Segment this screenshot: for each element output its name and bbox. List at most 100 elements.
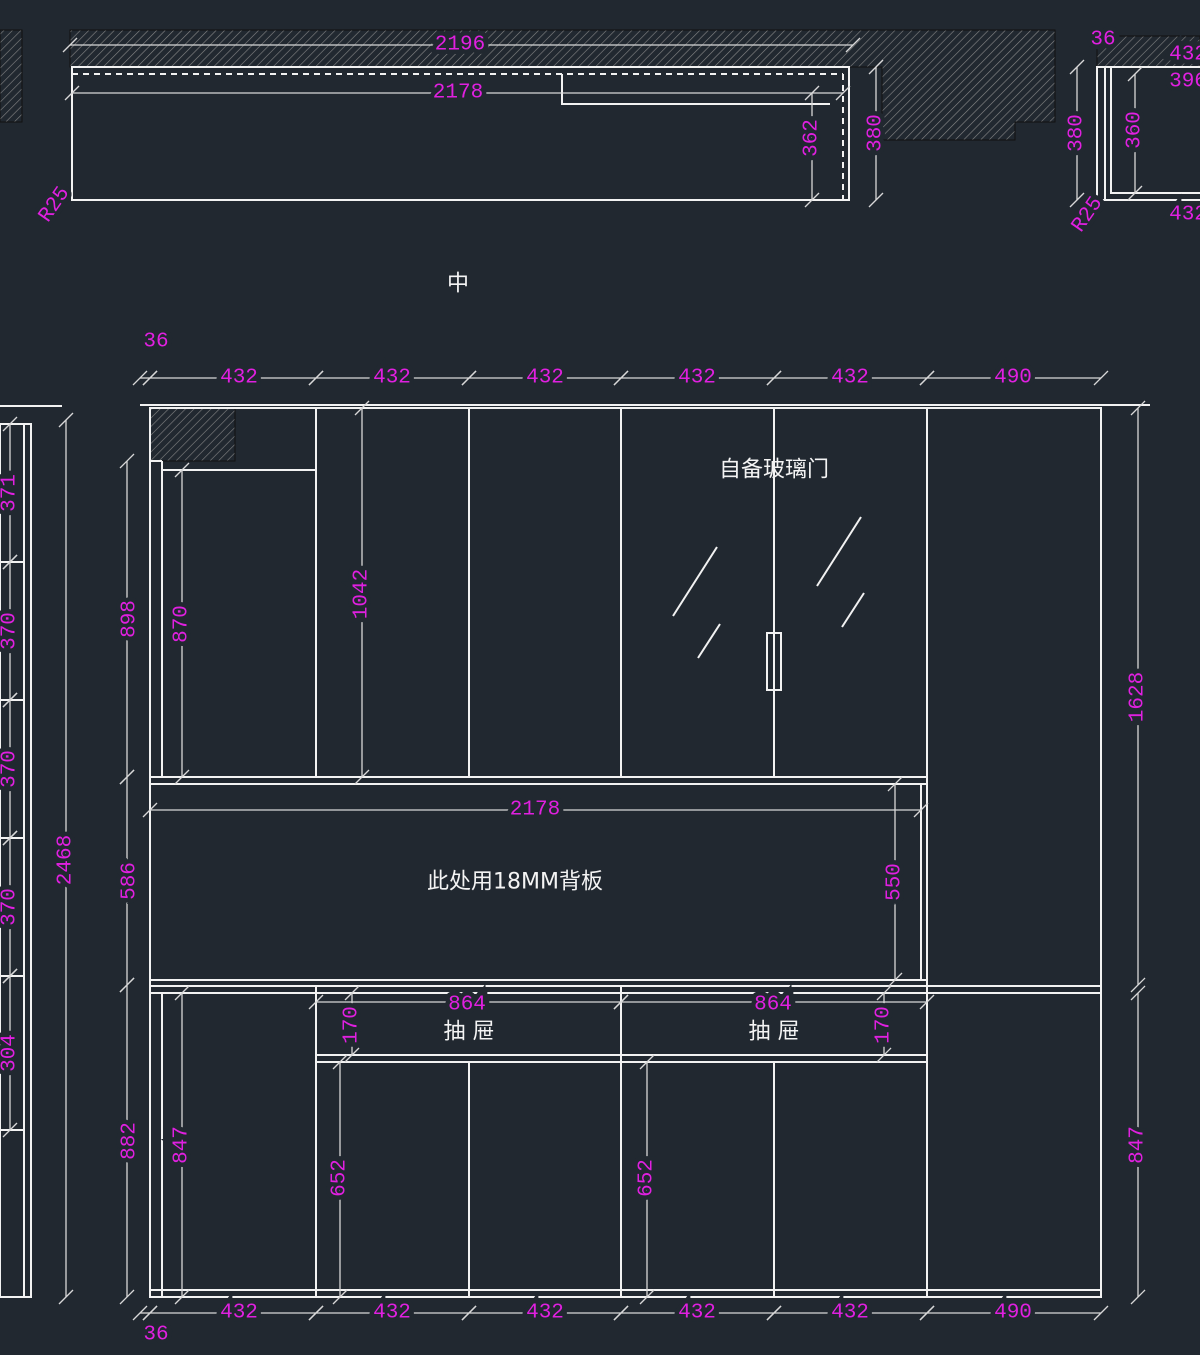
dimension-tick: [2, 830, 18, 846]
dimension-tick: [64, 85, 80, 101]
dimension-tick: [1093, 1305, 1109, 1321]
dimension-label: 870: [171, 605, 194, 643]
dimension-tick: [887, 972, 903, 988]
dimension-tick: [174, 769, 190, 785]
dimension-tick: [119, 977, 135, 993]
dimension-label: 490: [994, 367, 1032, 390]
dimension-tick: [332, 1289, 348, 1305]
dimension-tick: [868, 192, 884, 208]
dimension-tick: [174, 1289, 190, 1305]
dimension-tick: [354, 769, 370, 785]
dimension-label: 432: [220, 1302, 258, 1325]
dimension-tick: [119, 1289, 135, 1305]
dimension-label: 380: [1066, 114, 1089, 152]
dimension-tick: [119, 453, 135, 469]
dimension-tick: [1127, 66, 1143, 82]
drawer-label-right: 抽 屉: [749, 1020, 800, 1045]
dimension-tick: [876, 985, 892, 1001]
glass-door-note: 自备玻璃门: [719, 458, 829, 483]
dimension-label: 432: [373, 1302, 411, 1325]
glass-door-reflection: [672, 516, 865, 659]
dimension-tick: [344, 985, 360, 1001]
dimension-label: 36: [1090, 29, 1115, 52]
dimension-tick: [868, 59, 884, 75]
dimension-label: 304: [0, 1034, 22, 1072]
dimension-tick: [344, 1047, 360, 1063]
dimension-tick: [639, 1054, 655, 1070]
dimension-tick: [1093, 370, 1109, 386]
dimension-tick: [639, 1289, 655, 1305]
dimension-tick: [1127, 185, 1143, 201]
dimension-label: 847: [171, 1126, 194, 1164]
dimension-label: 371: [0, 474, 22, 512]
dimension-tick: [766, 1305, 782, 1321]
dimension-tick: [142, 802, 158, 818]
dimension-label: 432: [831, 367, 869, 390]
dimension-label: 432: [1169, 204, 1200, 227]
dimension-tick: [58, 1289, 74, 1305]
dimension-tick: [919, 1305, 935, 1321]
dimension-label: 847: [1127, 1126, 1150, 1164]
dimension-label: 432: [678, 1302, 716, 1325]
dimension-tick: [913, 802, 929, 818]
dimension-label: 396: [1169, 71, 1200, 94]
dimension-label: 2178: [433, 82, 483, 105]
dimension-tick: [2, 554, 18, 570]
dimension-tick: [613, 1305, 629, 1321]
dimension-label: R25: [35, 183, 76, 227]
dimension-tick: [1130, 400, 1146, 416]
dimension-label: 652: [329, 1159, 352, 1197]
dimension-tick: [845, 37, 861, 53]
dimension-label: 2196: [435, 34, 485, 57]
dimension-label: 432: [526, 1302, 564, 1325]
dimension-tick: [613, 370, 629, 386]
dimension-label: 380: [865, 114, 888, 152]
top-view-outline: [71, 66, 850, 201]
dimension-tick: [174, 985, 190, 1001]
dimension-tick: [876, 1047, 892, 1063]
dimension-label: 432: [678, 367, 716, 390]
dimension-tick: [308, 370, 324, 386]
dimension-tick: [308, 1305, 324, 1321]
dimension-tick: [766, 370, 782, 386]
dimension-label: 652: [636, 1159, 659, 1197]
cabinet-elevation: [140, 404, 1150, 1298]
dimension-tick: [1130, 985, 1146, 1001]
dimension-tick: [2, 692, 18, 708]
dimension-tick: [1130, 977, 1146, 993]
dimension-label: 370: [0, 750, 22, 788]
side-top-view-outline: [1096, 66, 1200, 201]
dimension-label: 586: [119, 862, 142, 900]
dimension-tick: [613, 994, 629, 1010]
dimension-tick: [835, 85, 851, 101]
dimension-tick: [142, 1305, 158, 1321]
dimension-tick: [119, 769, 135, 785]
dimension-tick: [1130, 1289, 1146, 1305]
dimension-label: 432: [220, 367, 258, 390]
dimension-tick: [1069, 192, 1085, 208]
dimension-label: 2178: [510, 799, 560, 822]
dimension-label: 370: [0, 888, 22, 926]
dimension-tick: [919, 994, 935, 1010]
dimension-label: 432: [526, 367, 564, 390]
dimension-tick: [174, 462, 190, 478]
wall-hatch: [0, 29, 1200, 462]
dimension-label: 1628: [1127, 672, 1150, 722]
dimension-label: 360: [1124, 111, 1147, 149]
dimension-tick: [132, 1305, 148, 1321]
dimension-tick: [804, 85, 820, 101]
dimension-tick: [887, 776, 903, 792]
section-label: 中: [447, 272, 469, 297]
dimension-tick: [308, 994, 324, 1010]
dimension-tick: [332, 1054, 348, 1070]
back-panel-note: 此处用18MM背板: [427, 870, 603, 895]
dimension-label: 432: [373, 367, 411, 390]
dimension-label: 432: [1169, 44, 1200, 67]
dimension-label: 2468: [55, 835, 78, 885]
dimension-label: 864: [754, 994, 792, 1017]
dimension-tick: [142, 370, 158, 386]
dimension-label: 550: [884, 863, 907, 901]
dimension-tick: [62, 37, 78, 53]
